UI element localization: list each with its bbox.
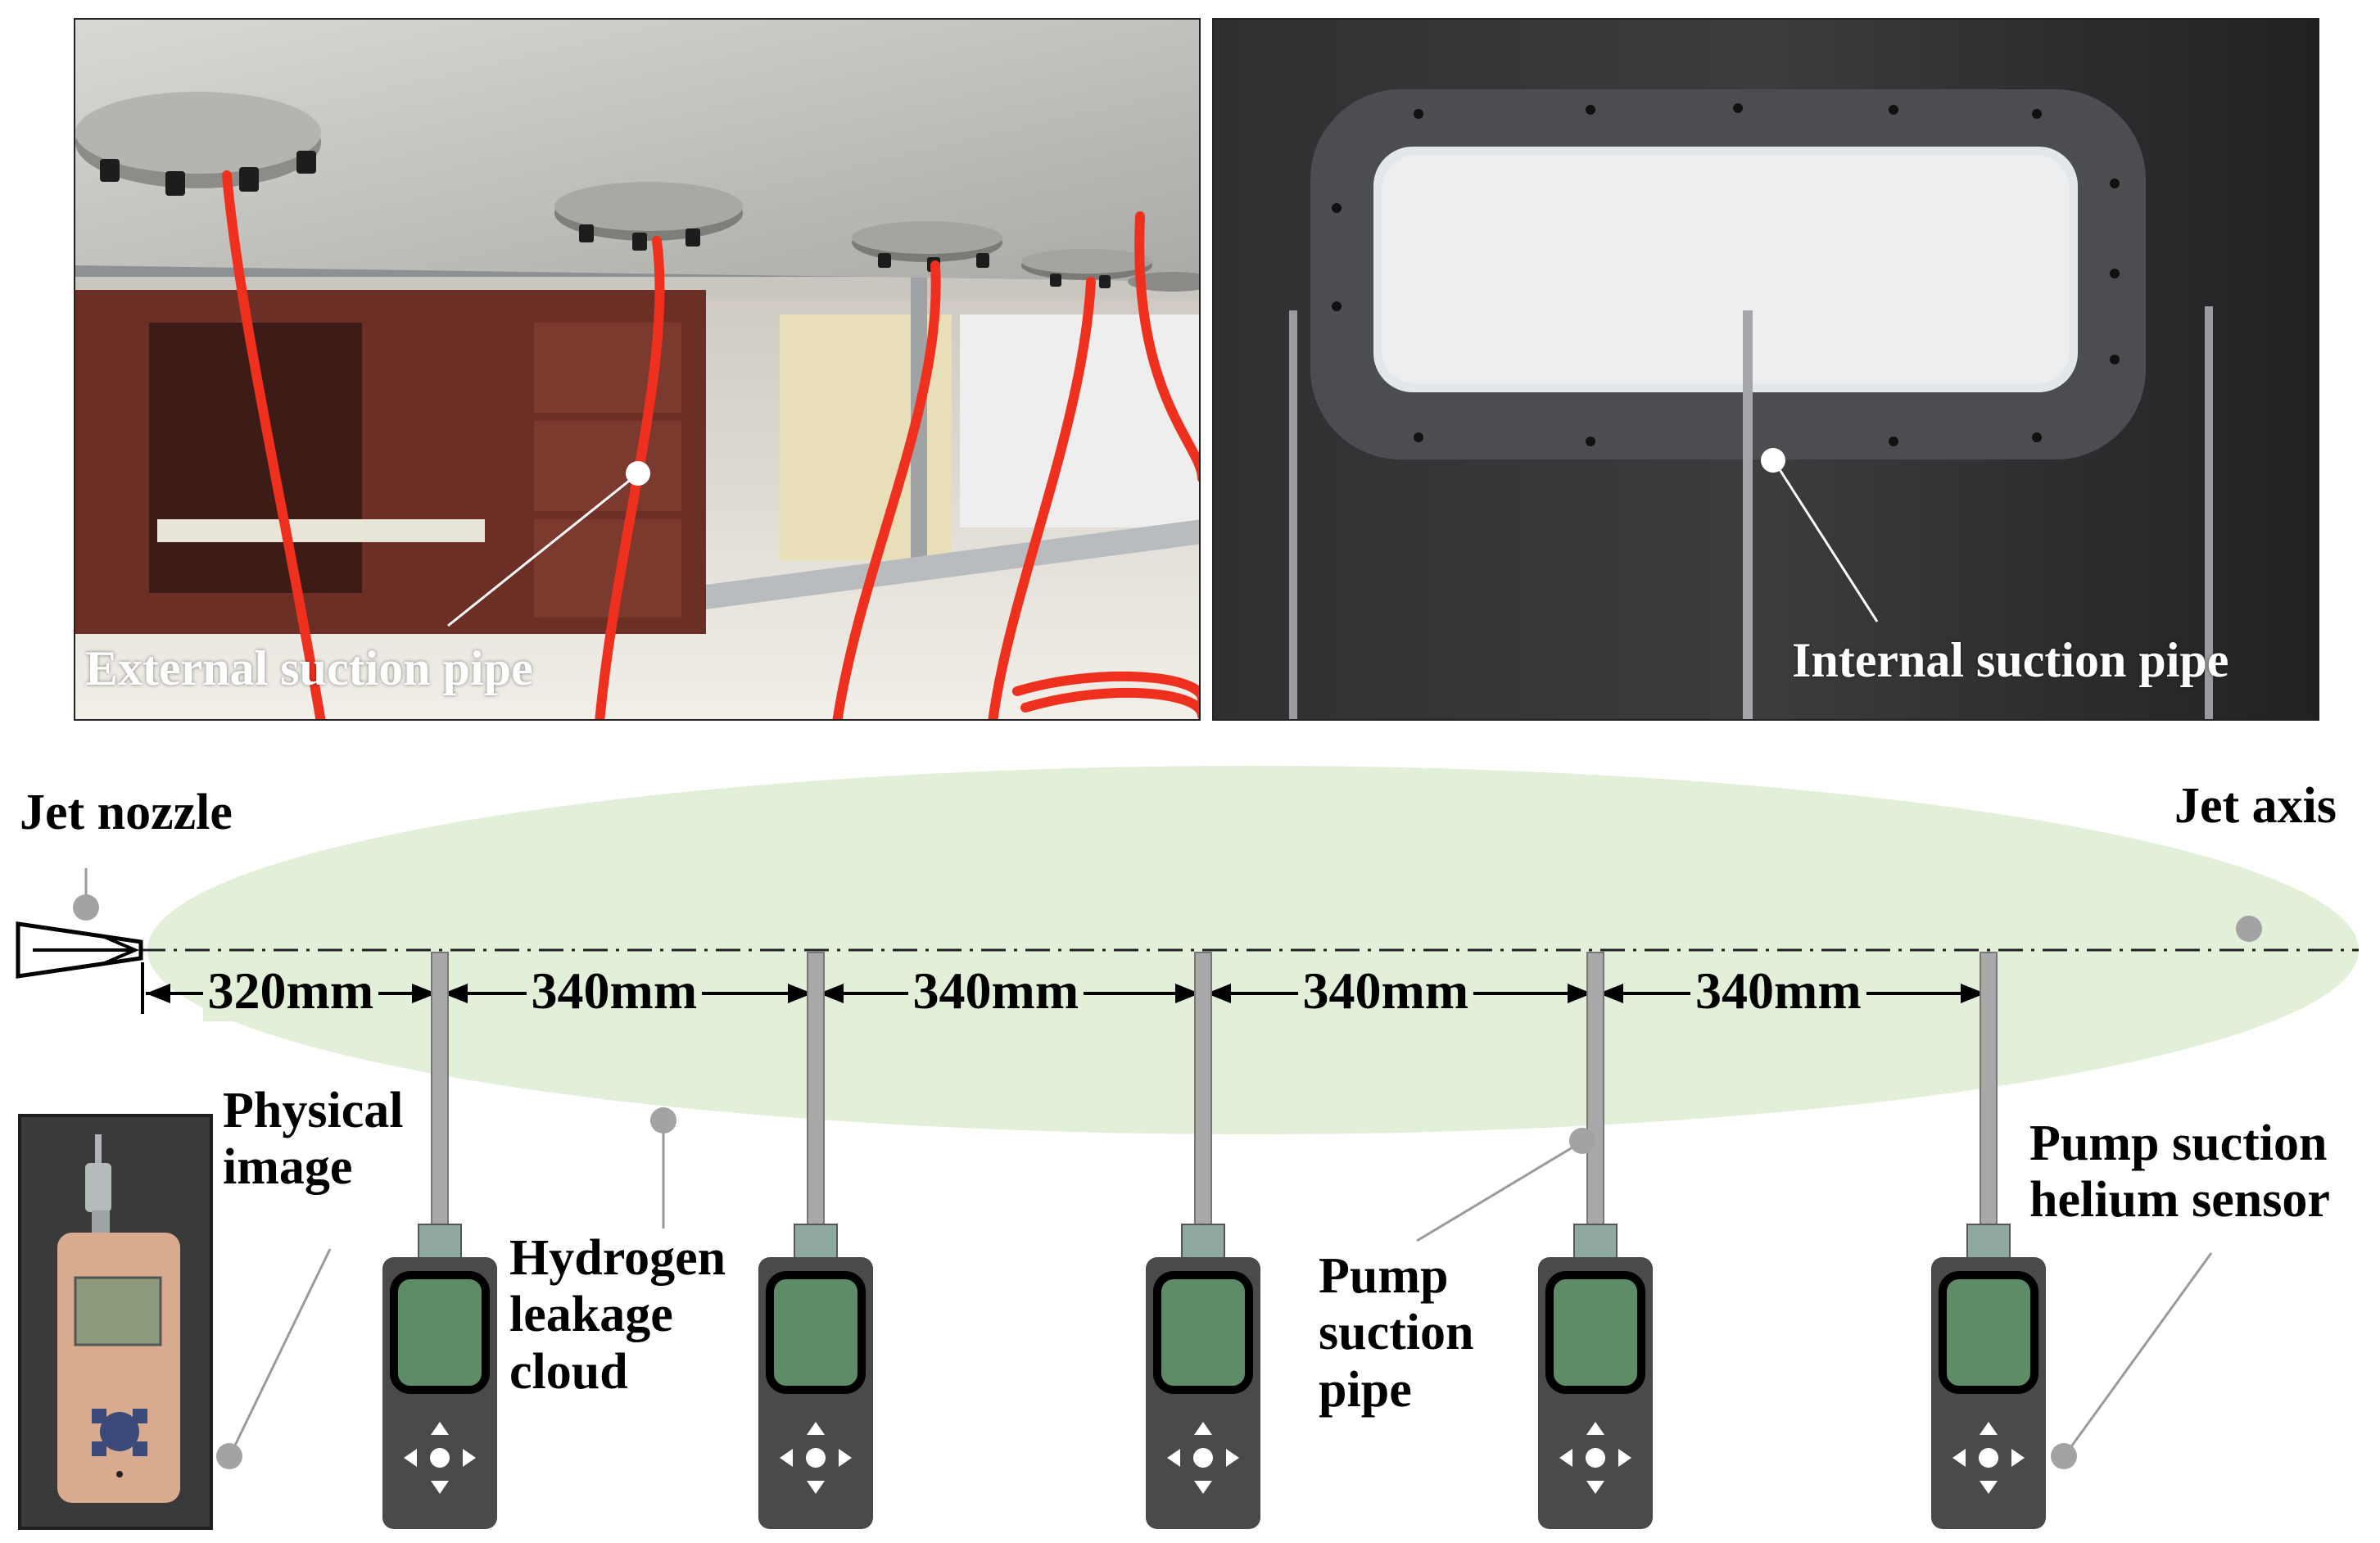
dimension-label: 340mm bbox=[1297, 961, 1474, 1021]
keypad-icon bbox=[1952, 1422, 2025, 1494]
pump-suction-helium-sensor bbox=[758, 952, 873, 1529]
hydrogen-cloud-line-3: cloud bbox=[509, 1343, 628, 1400]
sensor-screen bbox=[1939, 1271, 2038, 1394]
sensor-group bbox=[382, 952, 2046, 1529]
pump-suction-pipe bbox=[807, 952, 825, 1228]
pump-suction-helium-sensor bbox=[1931, 952, 2046, 1529]
pump-suction-helium-sensor bbox=[382, 952, 497, 1529]
sensor-screen bbox=[1545, 1271, 1645, 1394]
physical-image-photo bbox=[18, 1114, 213, 1530]
dimension-label: 340mm bbox=[907, 961, 1084, 1021]
pump-suction-pipe bbox=[431, 952, 449, 1228]
pump-suction-pipe-line-1: Pump bbox=[1319, 1248, 1449, 1304]
physical-image-line-2: image bbox=[223, 1139, 353, 1196]
internal-suction-photo: Internal suction pipe bbox=[1212, 18, 2319, 721]
jet-nozzle-icon bbox=[16, 921, 143, 979]
external-suction-photo: External suction pipe bbox=[74, 18, 1201, 721]
keypad-icon bbox=[1167, 1422, 1239, 1494]
external-suction-photo-drawing bbox=[75, 20, 1199, 719]
pump-suction-pipe bbox=[1194, 952, 1212, 1228]
pump-sensor-label: Pump suction helium sensor bbox=[2029, 1115, 2330, 1229]
pump-sensor-line-1: Pump suction bbox=[2029, 1115, 2328, 1171]
internal-suction-label: Internal suction pipe bbox=[1792, 633, 2229, 687]
keypad-icon bbox=[404, 1422, 476, 1494]
sensor-screen bbox=[766, 1271, 866, 1394]
pump-suction-helium-sensor bbox=[1538, 952, 1653, 1529]
keypad-icon bbox=[1559, 1422, 1631, 1494]
pump-suction-pipe-label: Pump suction pipe bbox=[1319, 1248, 1473, 1419]
pump-suction-pipe-line-2: suction bbox=[1319, 1305, 1474, 1361]
external-suction-label: External suction pipe bbox=[85, 641, 533, 695]
dimension-label: 340mm bbox=[526, 961, 703, 1021]
pump-suction-pipe-line-3: pipe bbox=[1319, 1361, 1412, 1418]
pump-sensor-line-2: helium sensor bbox=[2029, 1172, 2330, 1229]
hydrogen-cloud-label: Hydrogen leakage cloud bbox=[509, 1230, 726, 1400]
leader-lines bbox=[73, 868, 2262, 1469]
pump-suction-helium-sensor bbox=[1146, 952, 1260, 1529]
internal-suction-photo-drawing bbox=[1214, 20, 2318, 719]
physical-image-label: Physical image bbox=[223, 1083, 403, 1197]
hydrogen-cloud-line-2: leakage bbox=[509, 1287, 673, 1343]
dimension-label: 340mm bbox=[1690, 961, 1866, 1021]
pump-suction-pipe bbox=[1980, 952, 1998, 1228]
dimension-label: 320mm bbox=[202, 961, 379, 1021]
physical-image-line-1: Physical bbox=[223, 1083, 404, 1138]
sensor-screen bbox=[390, 1271, 490, 1394]
jet-nozzle-label: Jet nozzle bbox=[20, 785, 233, 840]
pump-suction-pipe bbox=[1586, 952, 1604, 1228]
hydrogen-cloud-line-1: Hydrogen bbox=[509, 1230, 726, 1286]
keypad-icon bbox=[780, 1422, 852, 1494]
jet-axis-label: Jet axis bbox=[2174, 778, 2337, 834]
sensor-screen bbox=[1153, 1271, 1253, 1394]
